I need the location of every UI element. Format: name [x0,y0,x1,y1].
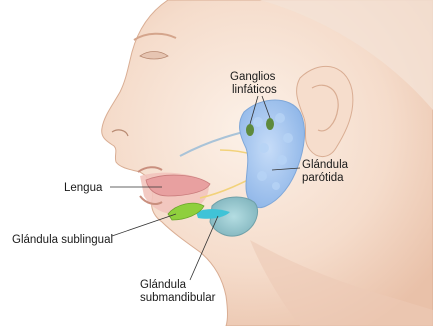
lymph-node [266,118,274,130]
label-parotid-line1: Glándula [302,159,349,171]
lymph-node [246,124,254,136]
label-tongue: Lengua [64,182,103,194]
label-lymph-nodes-line1: Ganglios [230,71,276,83]
label-parotid-line2: parótida [302,172,344,184]
label-sublingual: Glándula sublingual [12,234,113,246]
label-submandibular-line1: Glándula [140,279,187,291]
label-lymph-nodes-line2: linfáticos [232,84,277,96]
label-lymph-nodes: Ganglios linfáticos [230,71,279,96]
label-submandibular-line2: submandibular [140,292,216,304]
